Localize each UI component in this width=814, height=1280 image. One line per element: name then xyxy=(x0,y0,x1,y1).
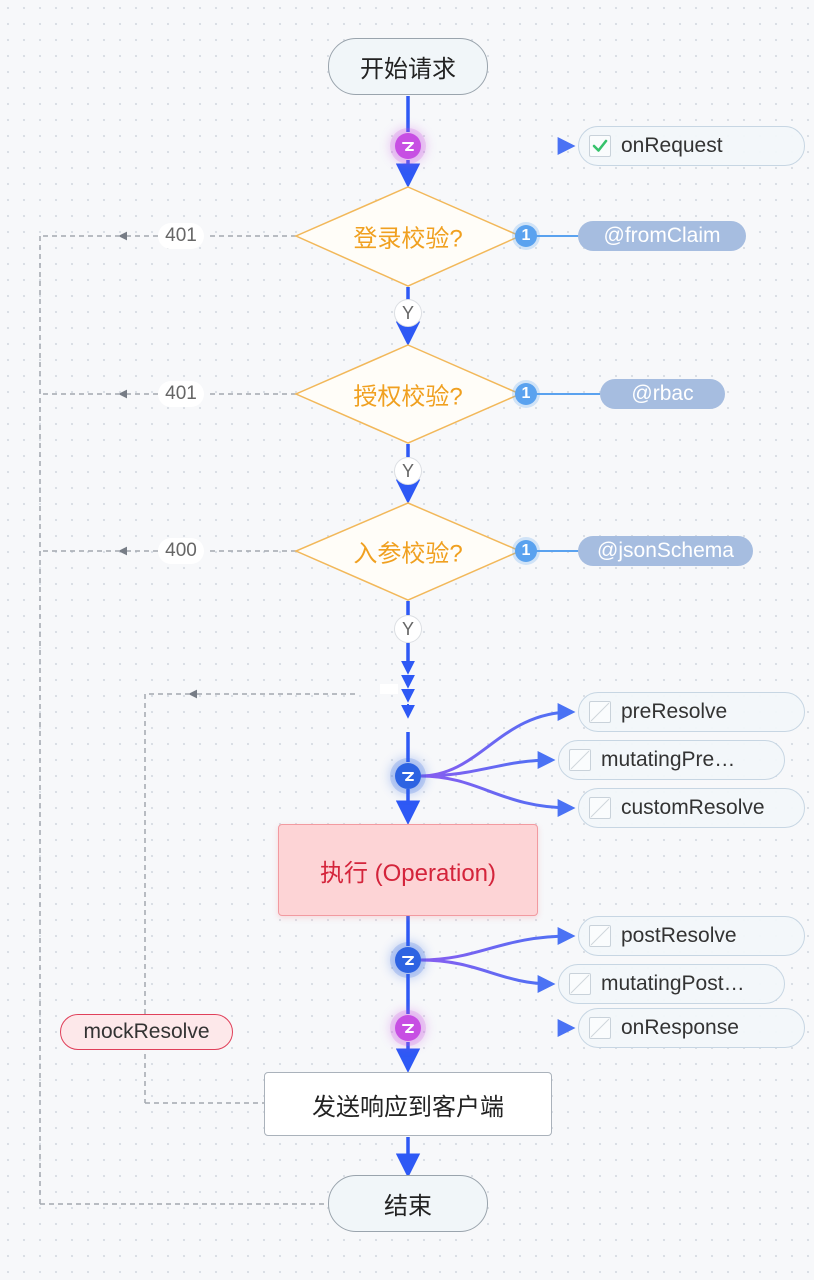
yes-label: Y xyxy=(394,615,422,643)
hook-on-request[interactable]: onRequest xyxy=(578,126,805,166)
directive-rbac[interactable]: @rbac xyxy=(600,379,725,409)
hook-lightning-icon[interactable] xyxy=(395,947,421,973)
diamond-login xyxy=(294,186,522,287)
hook-label: onResponse xyxy=(621,1016,739,1039)
hook-lightning-icon[interactable] xyxy=(395,763,421,789)
hook-mutating-pre[interactable]: mutatingPre… xyxy=(558,740,785,780)
hook-label: mutatingPre… xyxy=(601,748,736,771)
error-code-400: 400 xyxy=(158,538,204,564)
hook-pre-resolve[interactable]: preResolve xyxy=(578,692,805,732)
error-code-401: 401 xyxy=(158,223,204,249)
hook-label: mutatingPost… xyxy=(601,972,745,995)
directive-count-badge: 1 xyxy=(515,540,537,562)
error-code-401: 401 xyxy=(158,381,204,407)
diamond-auth xyxy=(294,344,522,444)
check-icon[interactable] xyxy=(589,135,611,157)
hook-mutating-post[interactable]: mutatingPost… xyxy=(558,964,785,1004)
yes-label: Y xyxy=(394,299,422,327)
hook-label: customResolve xyxy=(621,796,765,819)
operation-node[interactable]: 执行 (Operation) xyxy=(278,824,538,916)
blank-checkbox-icon[interactable] xyxy=(589,925,611,947)
login-check-label[interactable]: 登录校验? xyxy=(353,225,463,253)
send-response-node[interactable]: 发送响应到客户端 xyxy=(264,1072,552,1136)
blank-checkbox-icon[interactable] xyxy=(569,973,591,995)
hook-label: postResolve xyxy=(621,924,737,947)
start-node[interactable]: 开始请求 xyxy=(328,38,488,95)
hook-label: preResolve xyxy=(621,700,728,723)
blank-checkbox-icon[interactable] xyxy=(589,701,611,723)
end-node[interactable]: 结束 xyxy=(328,1175,488,1232)
blank-checkbox-icon[interactable] xyxy=(569,749,591,771)
hook-post-resolve[interactable]: postResolve xyxy=(578,916,805,956)
hook-label: onRequest xyxy=(621,134,723,157)
mock-resolve-tag[interactable]: mockResolve xyxy=(60,1014,233,1050)
directive-count-badge: 1 xyxy=(515,225,537,247)
yes-label: Y xyxy=(394,457,422,485)
directive-json-schema[interactable]: @jsonSchema xyxy=(578,536,753,566)
diamond-params xyxy=(294,502,522,601)
hook-custom-resolve[interactable]: customResolve xyxy=(578,788,805,828)
blank-checkbox-icon[interactable] xyxy=(589,797,611,819)
hook-on-response[interactable]: onResponse xyxy=(578,1008,805,1048)
blank-checkbox-icon[interactable] xyxy=(589,1017,611,1039)
collapsed-marker xyxy=(380,684,398,694)
auth-check-label[interactable]: 授权校验? xyxy=(353,383,463,411)
directive-from-claim[interactable]: @fromClaim xyxy=(578,221,746,251)
directive-count-badge: 1 xyxy=(515,383,537,405)
params-check-label[interactable]: 入参校验? xyxy=(353,540,463,568)
hook-lightning-icon[interactable] xyxy=(395,133,421,159)
hook-lightning-icon[interactable] xyxy=(395,1015,421,1041)
